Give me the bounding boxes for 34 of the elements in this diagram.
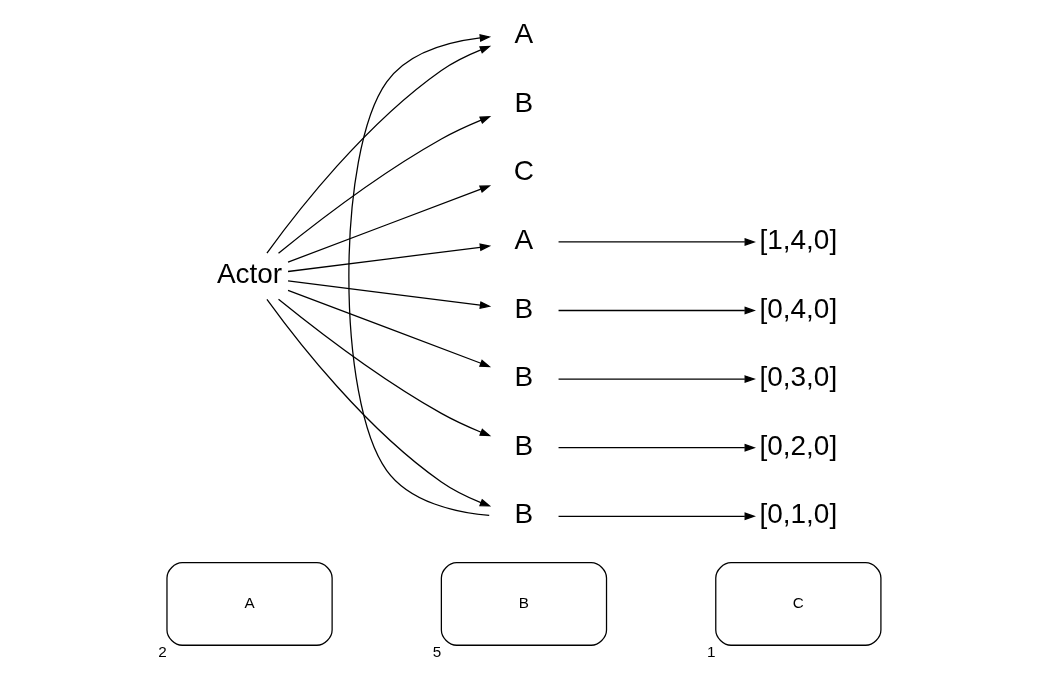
arrow xyxy=(277,298,491,437)
node-text: [0,4,0] xyxy=(759,292,837,324)
arrow xyxy=(347,33,491,517)
arrow xyxy=(265,45,491,254)
node-text: B xyxy=(514,429,533,461)
node-text: [1,4,0] xyxy=(759,224,837,256)
arrow xyxy=(557,306,756,315)
node-text: [0,3,0] xyxy=(759,361,837,393)
arrow xyxy=(286,289,491,368)
arrow xyxy=(265,298,491,507)
node-text: [0,1,0] xyxy=(759,498,837,530)
node-text: C xyxy=(513,155,534,187)
arrow xyxy=(557,512,756,521)
arrow xyxy=(277,116,491,254)
arrow xyxy=(286,280,491,310)
node-text: B xyxy=(514,86,533,118)
node-text: A xyxy=(514,18,533,50)
arrow xyxy=(286,185,491,263)
node-box: A xyxy=(165,562,333,646)
node-label: 2 xyxy=(157,643,167,661)
arrow xyxy=(557,237,756,246)
node-box: C xyxy=(714,562,882,646)
node-text: Actor xyxy=(216,258,282,290)
node-label: 5 xyxy=(432,643,441,661)
node-text: B xyxy=(514,498,533,530)
arrow xyxy=(557,443,756,452)
node-text: A xyxy=(514,224,533,256)
node-label: 1 xyxy=(706,643,716,661)
arrow xyxy=(286,243,491,273)
node-text: [0,2,0] xyxy=(759,429,837,461)
node-box: B xyxy=(440,562,607,646)
node-text: B xyxy=(514,292,533,324)
node-text: B xyxy=(514,361,533,393)
arrow xyxy=(557,375,756,384)
